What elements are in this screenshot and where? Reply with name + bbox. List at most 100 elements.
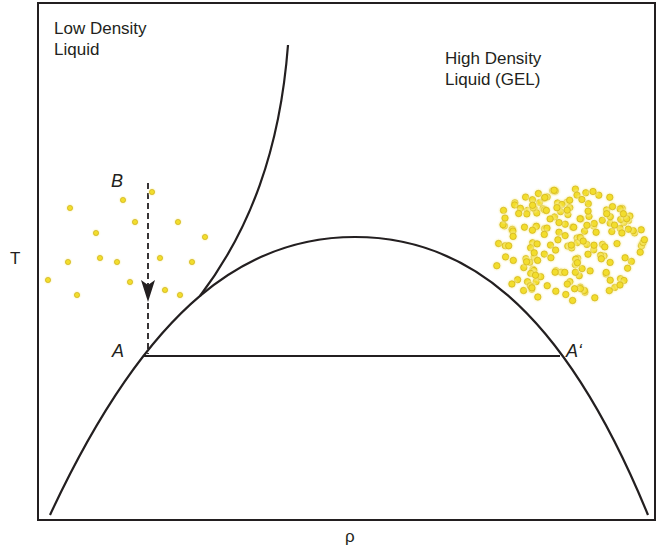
particle-glow	[512, 207, 525, 220]
particle-glow	[538, 228, 551, 241]
particle-glow	[619, 251, 632, 264]
particle	[641, 237, 647, 243]
particle	[74, 292, 79, 297]
particle-glow	[155, 253, 165, 263]
particle-glow	[112, 257, 122, 267]
particle	[120, 197, 125, 202]
particle	[556, 219, 562, 225]
particle-glow	[130, 217, 140, 227]
particle-glow	[118, 195, 128, 205]
particle-glow	[72, 290, 82, 300]
particle-glow	[173, 217, 183, 227]
particle	[574, 260, 580, 266]
phase-boundary	[200, 45, 288, 296]
particle	[149, 189, 154, 194]
particles	[43, 183, 651, 307]
particle	[620, 211, 626, 217]
particle-glow	[576, 193, 589, 206]
particle	[510, 233, 516, 239]
particle	[162, 287, 167, 292]
particle	[569, 297, 575, 303]
particle	[611, 222, 617, 228]
point-label: A‘	[566, 340, 582, 363]
particle	[606, 287, 612, 293]
particle-glow	[160, 285, 170, 295]
particle-glow	[540, 204, 553, 217]
particle	[534, 257, 540, 263]
particle-glow	[43, 275, 53, 285]
particle-glow	[490, 259, 503, 272]
particle-glow	[549, 285, 562, 298]
particle	[532, 272, 538, 278]
particle	[202, 234, 207, 239]
particle	[551, 187, 557, 193]
particle-glow	[577, 235, 590, 248]
particle-glow	[549, 185, 562, 198]
particle	[590, 188, 596, 194]
point-label: B	[111, 170, 123, 193]
particle-glow	[568, 282, 581, 295]
particle	[93, 230, 98, 235]
particle	[523, 259, 529, 265]
particle	[157, 255, 162, 260]
particle-glow	[187, 257, 197, 267]
particle	[529, 202, 535, 208]
particle	[516, 210, 522, 216]
particle	[602, 244, 608, 250]
region-label: High Density Liquid (GEL)	[445, 48, 585, 91]
particle	[502, 215, 508, 221]
particle	[189, 259, 194, 264]
particle-glow	[507, 254, 520, 267]
particle	[584, 222, 590, 228]
point-label: A	[112, 340, 124, 363]
particle	[607, 194, 613, 200]
particle-glow	[567, 221, 580, 234]
particle	[571, 286, 577, 292]
axis-label: T	[10, 248, 20, 269]
coexistence-curve	[50, 237, 648, 515]
particle	[580, 238, 586, 244]
particle-glow	[581, 219, 594, 232]
particle-glow	[558, 266, 571, 279]
particle	[544, 283, 550, 289]
cooling-path	[147, 183, 149, 354]
particle	[45, 277, 50, 282]
particle	[97, 255, 102, 260]
particle	[529, 285, 535, 291]
particle	[494, 263, 500, 269]
particle-glow	[520, 255, 533, 268]
particle	[534, 241, 540, 247]
particle	[598, 256, 604, 262]
plot-frame	[38, 3, 655, 520]
particle	[564, 207, 570, 213]
particle	[617, 282, 623, 288]
particle-glow	[553, 216, 566, 229]
particle-glow	[526, 199, 539, 212]
particle-glow	[91, 228, 101, 238]
particle	[609, 203, 615, 209]
particle	[585, 251, 591, 257]
particle	[562, 269, 568, 275]
particle	[593, 229, 599, 235]
particle	[607, 277, 613, 283]
particle-glow	[608, 219, 621, 232]
particle-glow	[526, 224, 539, 237]
particle	[529, 227, 535, 233]
particle	[637, 249, 643, 255]
axis-label: ρ	[345, 526, 355, 547]
particle	[542, 194, 548, 200]
particle-glow	[147, 187, 157, 197]
particle-glow	[63, 257, 73, 267]
particle-glow	[587, 185, 600, 198]
particle-glow	[617, 207, 630, 220]
particle	[579, 196, 585, 202]
tie-line	[143, 355, 560, 357]
particle	[543, 207, 549, 213]
particle	[555, 237, 561, 243]
particle	[509, 281, 515, 287]
particle-glow	[582, 205, 595, 218]
particle	[585, 208, 591, 214]
particle-glow	[507, 230, 520, 243]
particle	[624, 265, 630, 271]
